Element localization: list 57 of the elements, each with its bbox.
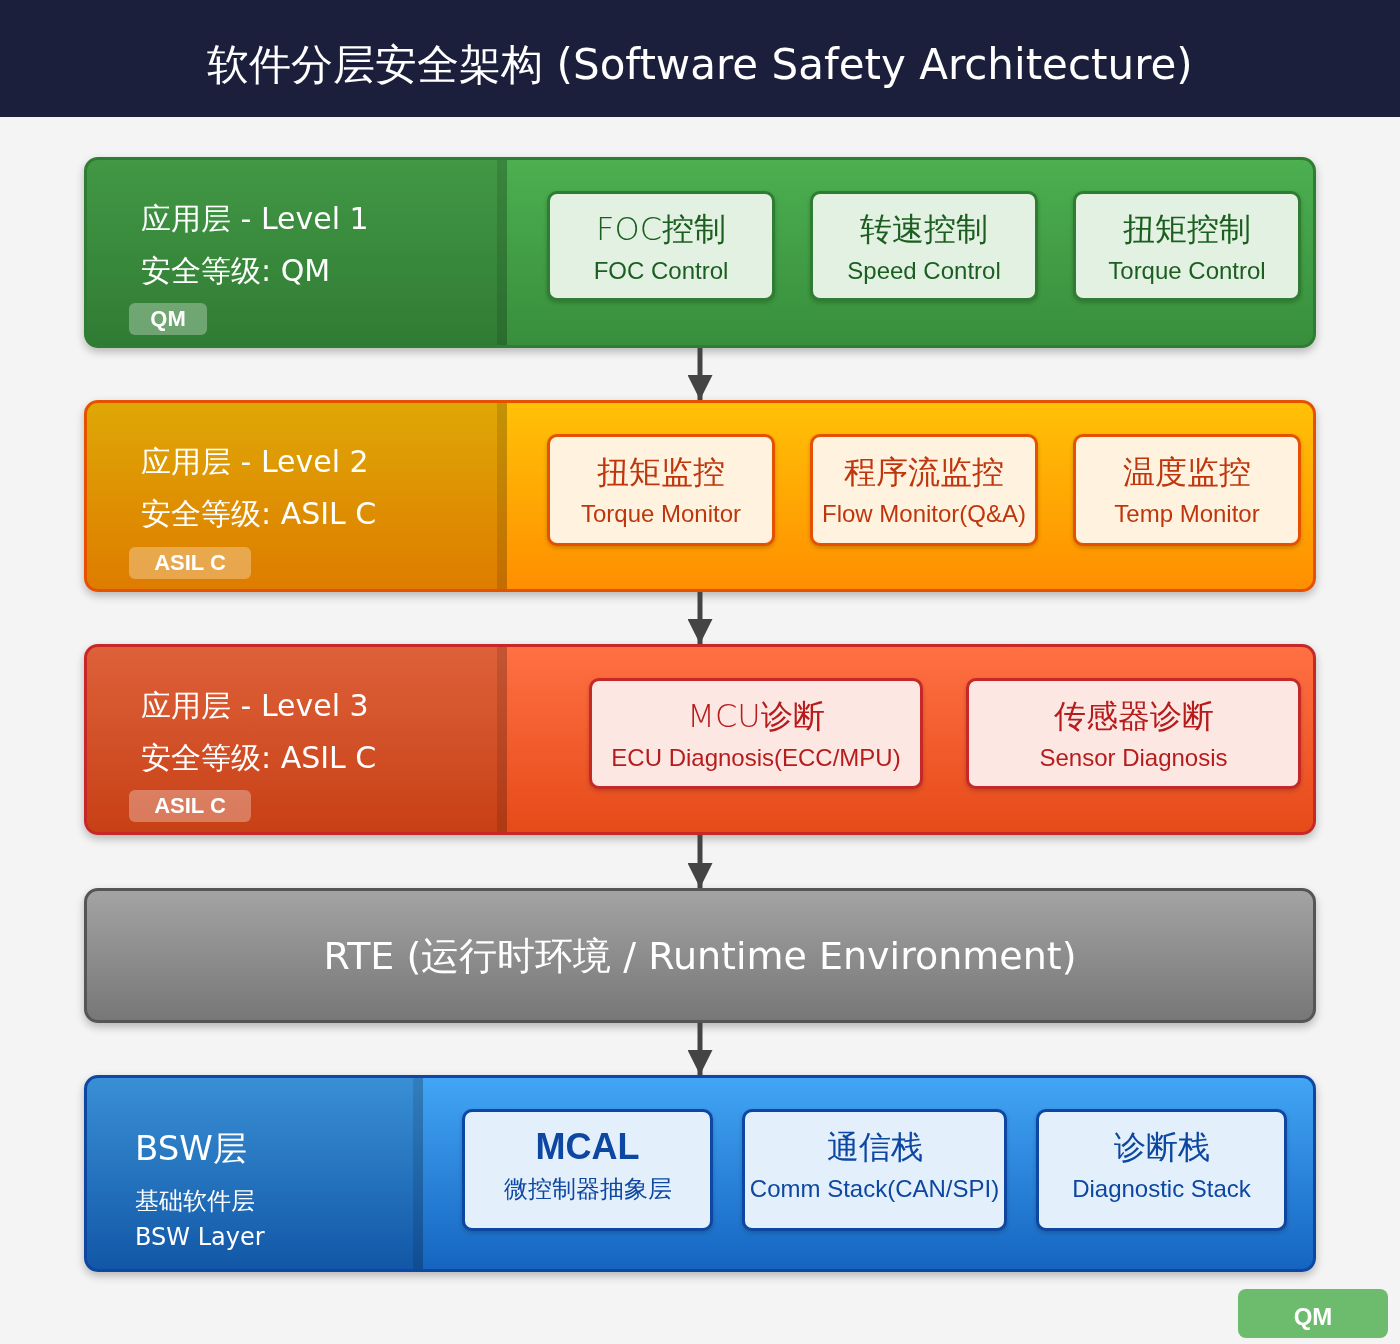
layer-subtitle: 基础软件层: [135, 1186, 255, 1216]
layer-band: [84, 157, 1316, 348]
module-title: 扭矩控制: [1122, 209, 1252, 250]
arrow: [687, 348, 713, 400]
layer-title: RTE (运行时环境 / Runtime Environment): [322, 933, 1078, 979]
layer-title: 应用层 - Level 2: [141, 443, 369, 481]
module-subtitle: Speed Control: [846, 256, 1002, 286]
module-title: 通信栈: [825, 1127, 924, 1168]
module-box: [547, 191, 775, 301]
module-title: 传感器诊断: [1052, 696, 1215, 737]
asil-badge: QM: [1238, 1289, 1388, 1338]
module-subtitle: Sensor Diagnosis: [1038, 743, 1229, 773]
module-box: [547, 434, 775, 546]
layer-band: [84, 1075, 1316, 1272]
module-subtitle: Torque Control: [1107, 256, 1267, 286]
module-subtitle: Flow Monitor(Q&A): [820, 499, 1027, 529]
layer-band: [84, 400, 1316, 592]
layer-band: [84, 888, 1316, 1023]
module-box: [1036, 1109, 1287, 1231]
safety-level-text: 安全等级: QM: [141, 252, 331, 290]
module-subtitle: 微控制器抽象层: [502, 1174, 673, 1204]
module-box: [462, 1109, 713, 1231]
layer-title: BSW层: [135, 1128, 247, 1168]
asil-badge: ASIL C: [129, 790, 251, 822]
layer-subtitle: BSW Layer: [135, 1222, 265, 1252]
module-subtitle: Comm Stack(CAN/SPI): [748, 1174, 1001, 1204]
arrow: [687, 1023, 713, 1075]
module-box: [742, 1109, 1007, 1231]
module-box: [966, 678, 1301, 789]
module-title: 温度监控: [1122, 452, 1252, 493]
module-box: [810, 191, 1038, 301]
module-title: 诊断栈: [1112, 1127, 1211, 1168]
module-title: MCU诊断: [686, 696, 826, 737]
arrow: [687, 592, 713, 644]
layer-title: 应用层 - Level 1: [141, 200, 369, 238]
module-box: [589, 678, 923, 789]
safety-level-text: 安全等级: ASIL C: [141, 739, 377, 777]
module-subtitle: FOC Control: [592, 256, 730, 286]
diagram-title: 软件分层安全架构 (Software Safety Architecture): [206, 39, 1194, 91]
safety-level-text: 安全等级: ASIL C: [141, 495, 377, 533]
module-subtitle: Diagnostic Stack: [1071, 1174, 1252, 1204]
module-subtitle: ECU Diagnosis(ECC/MPU): [610, 743, 902, 773]
module-subtitle: Torque Monitor: [579, 499, 743, 529]
module-title: 程序流监控: [843, 452, 1005, 493]
layer-title: 应用层 - Level 3: [141, 687, 369, 725]
module-subtitle: Temp Monitor: [1113, 499, 1261, 529]
asil-badge: QM: [129, 303, 207, 335]
module-title: 转速控制: [859, 209, 989, 250]
module-box: [1073, 434, 1301, 546]
arrow: [687, 835, 713, 888]
layer-band: [84, 644, 1316, 835]
module-box: [810, 434, 1038, 546]
module-title: FOC控制: [595, 209, 727, 250]
module-title: 扭矩监控: [596, 452, 726, 493]
module-title: MCAL: [534, 1126, 641, 1168]
module-box: [1073, 191, 1301, 301]
asil-badge: ASIL C: [129, 547, 251, 579]
